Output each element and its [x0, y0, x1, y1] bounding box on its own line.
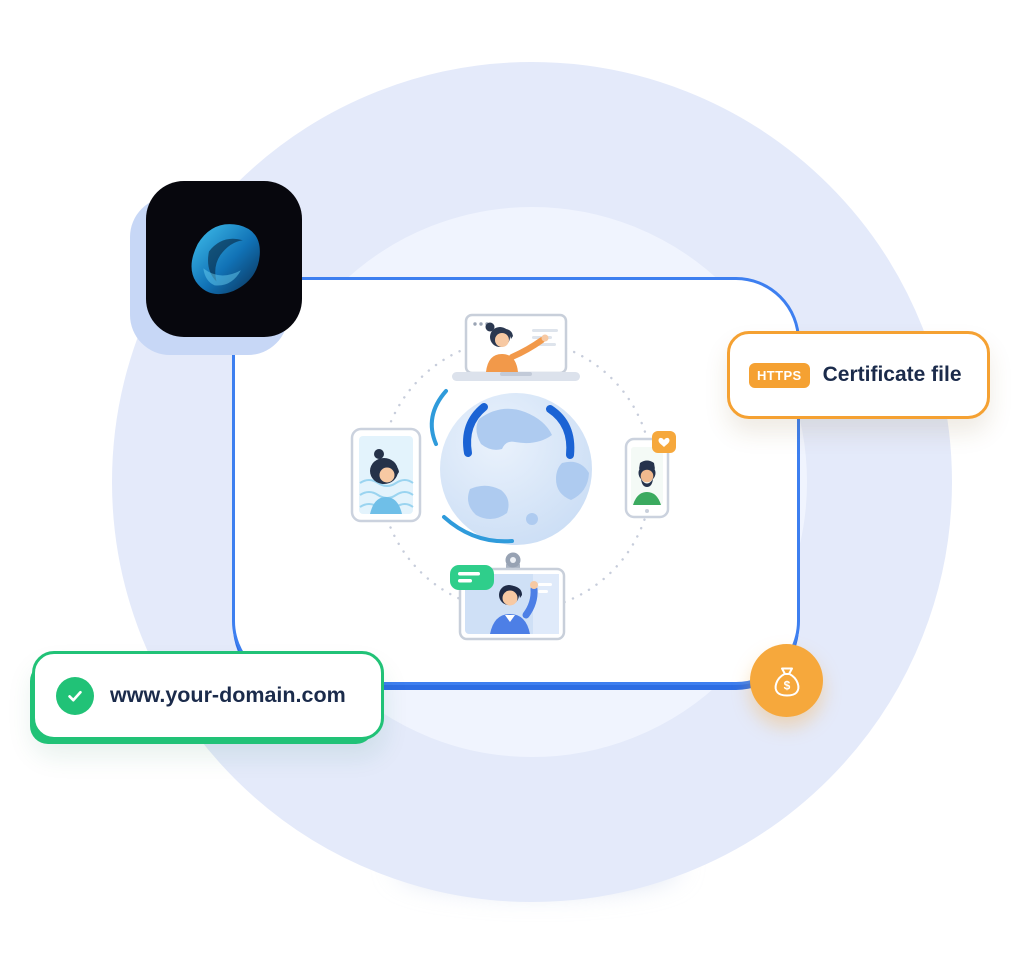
grandstream-logo-icon [191, 224, 260, 295]
app-logo [146, 181, 302, 337]
globe-scene [350, 313, 676, 641]
globe-icon [429, 389, 592, 545]
checkmark-icon [56, 676, 94, 715]
dollar-symbol: $ [783, 678, 790, 692]
like-heart-badge [652, 431, 676, 453]
chat-bubble-icon [450, 565, 494, 590]
certificate-label: Certificate file [822, 363, 962, 386]
https-tag: HTTPS [749, 362, 810, 388]
phone-device [624, 431, 676, 519]
certificate-badge: HTTPS Certificate file [727, 331, 990, 419]
money-bag-badge: $ [750, 644, 823, 717]
money-bag-icon: $ [774, 667, 799, 696]
laptop-device [452, 313, 580, 381]
domain-label: www.your-domain.com [110, 683, 346, 707]
domain-badge: www.your-domain.com [32, 651, 384, 740]
video-call-screen [450, 552, 566, 641]
tablet-device [350, 427, 422, 523]
